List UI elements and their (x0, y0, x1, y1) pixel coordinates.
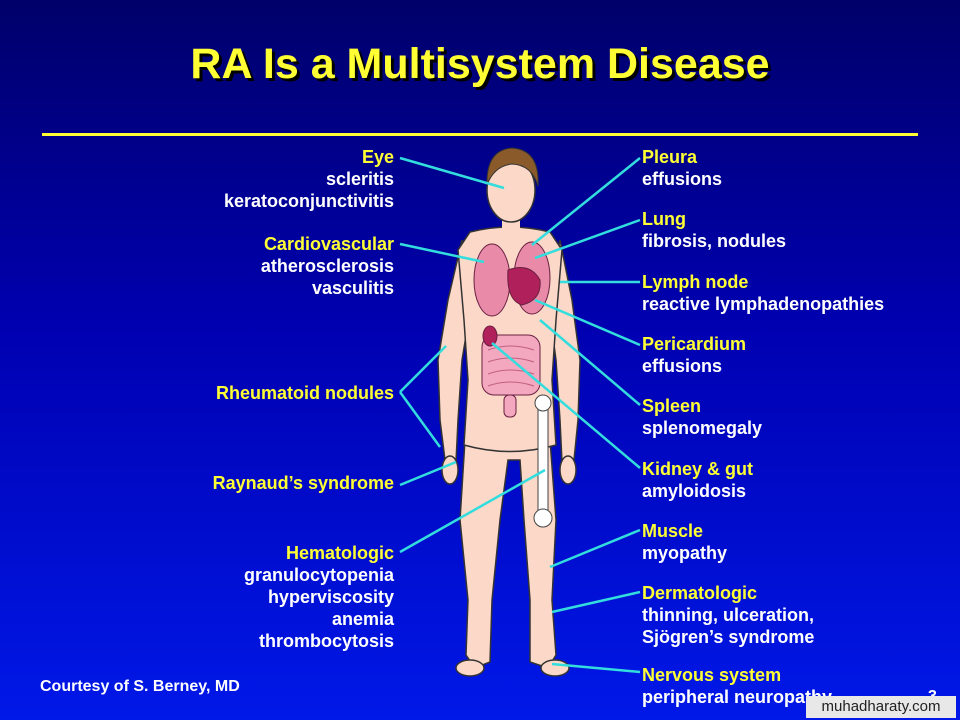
label-spleen: Spleen splenomegaly (642, 395, 762, 439)
label-raynauds-heading: Raynaud’s syndrome (212, 473, 394, 493)
label-nervous-system-heading: Nervous system (642, 665, 782, 685)
label-eye-item: scleritis (325, 169, 394, 189)
label-spleen-item: splenomegaly (642, 418, 763, 438)
label-muscle-heading: Muscle (642, 521, 704, 541)
left-lung-shape (473, 243, 511, 317)
label-spleen-heading: Spleen (642, 396, 702, 416)
watermark-text: muhadharaty.com (806, 696, 956, 718)
label-hematologic: Hematologic granulocytopenia hyperviscos… (244, 542, 394, 652)
label-pleura: Pleura effusions (642, 146, 722, 190)
label-muscle: Muscle myopathy (642, 520, 727, 564)
label-raynauds: Raynaud’s syndrome (213, 472, 394, 494)
label-hematologic-item: hyperviscosity (267, 587, 394, 607)
label-pericardium-item: effusions (642, 356, 723, 376)
label-kidney-gut-heading: Kidney & gut (642, 459, 753, 479)
label-lung-item: fibrosis, nodules (642, 231, 787, 251)
leader-lines (398, 156, 641, 674)
label-kidney-gut: Kidney & gut amyloidosis (642, 458, 753, 502)
title-divider (42, 133, 918, 136)
label-pericardium-heading: Pericardium (642, 334, 747, 354)
hair-shape (486, 147, 539, 187)
label-eye: Eye scleritis keratoconjunctivitis (224, 146, 394, 212)
label-dermatologic: Dermatologic thinning, ulceration, Sjögr… (642, 582, 814, 648)
label-eye-heading: Eye (361, 147, 394, 167)
label-cardiovascular-item: atherosclerosis (260, 256, 394, 276)
slide-title: RA Is a Multisystem Disease (190, 40, 770, 88)
label-pericardium: Pericardium effusions (642, 333, 746, 377)
label-hematologic-item: thrombocytosis (258, 631, 394, 651)
label-hematologic-heading: Hematologic (285, 543, 394, 563)
label-muscle-item: myopathy (642, 543, 728, 563)
label-hematologic-item: anemia (331, 609, 394, 629)
label-dermatologic-item: thinning, ulceration, (642, 605, 814, 625)
label-rheumatoid-nodules-heading: Rheumatoid nodules (215, 383, 394, 403)
label-lymph-node-heading: Lymph node (642, 272, 749, 292)
label-cardiovascular-heading: Cardiovascular (263, 234, 394, 254)
label-cardiovascular: Cardiovascular atherosclerosis vasculiti… (261, 233, 394, 299)
label-cardiovascular-item: vasculitis (311, 278, 394, 298)
label-nervous-system: Nervous system peripheral neuropathy (642, 664, 832, 708)
label-lung-heading: Lung (642, 209, 686, 229)
internal-organs (473, 241, 551, 418)
label-dermatologic-item: Sjögren’s syndrome (642, 627, 815, 647)
label-eye-item: keratoconjunctivitis (223, 191, 394, 211)
label-nervous-system-item: peripheral neuropathy (642, 687, 833, 707)
label-dermatologic-heading: Dermatologic (642, 583, 758, 603)
label-hematologic-item: granulocytopenia (243, 565, 394, 585)
femur-bone (533, 394, 553, 528)
label-lymph-node-item: reactive lymphadenopathies (642, 294, 885, 314)
courtesy-credit: Courtesy of S. Berney, MD (40, 678, 240, 695)
colon-shape (503, 394, 517, 418)
label-lung: Lung fibrosis, nodules (642, 208, 786, 252)
label-pleura-heading: Pleura (642, 147, 698, 167)
label-pleura-item: effusions (642, 169, 723, 189)
spleen-shape (482, 325, 498, 347)
heart-shape (507, 267, 541, 306)
label-lymph-node: Lymph node reactive lymphadenopathies (642, 271, 884, 315)
label-rheumatoid-nodules: Rheumatoid nodules (216, 382, 394, 404)
label-kidney-gut-item: amyloidosis (642, 481, 747, 501)
